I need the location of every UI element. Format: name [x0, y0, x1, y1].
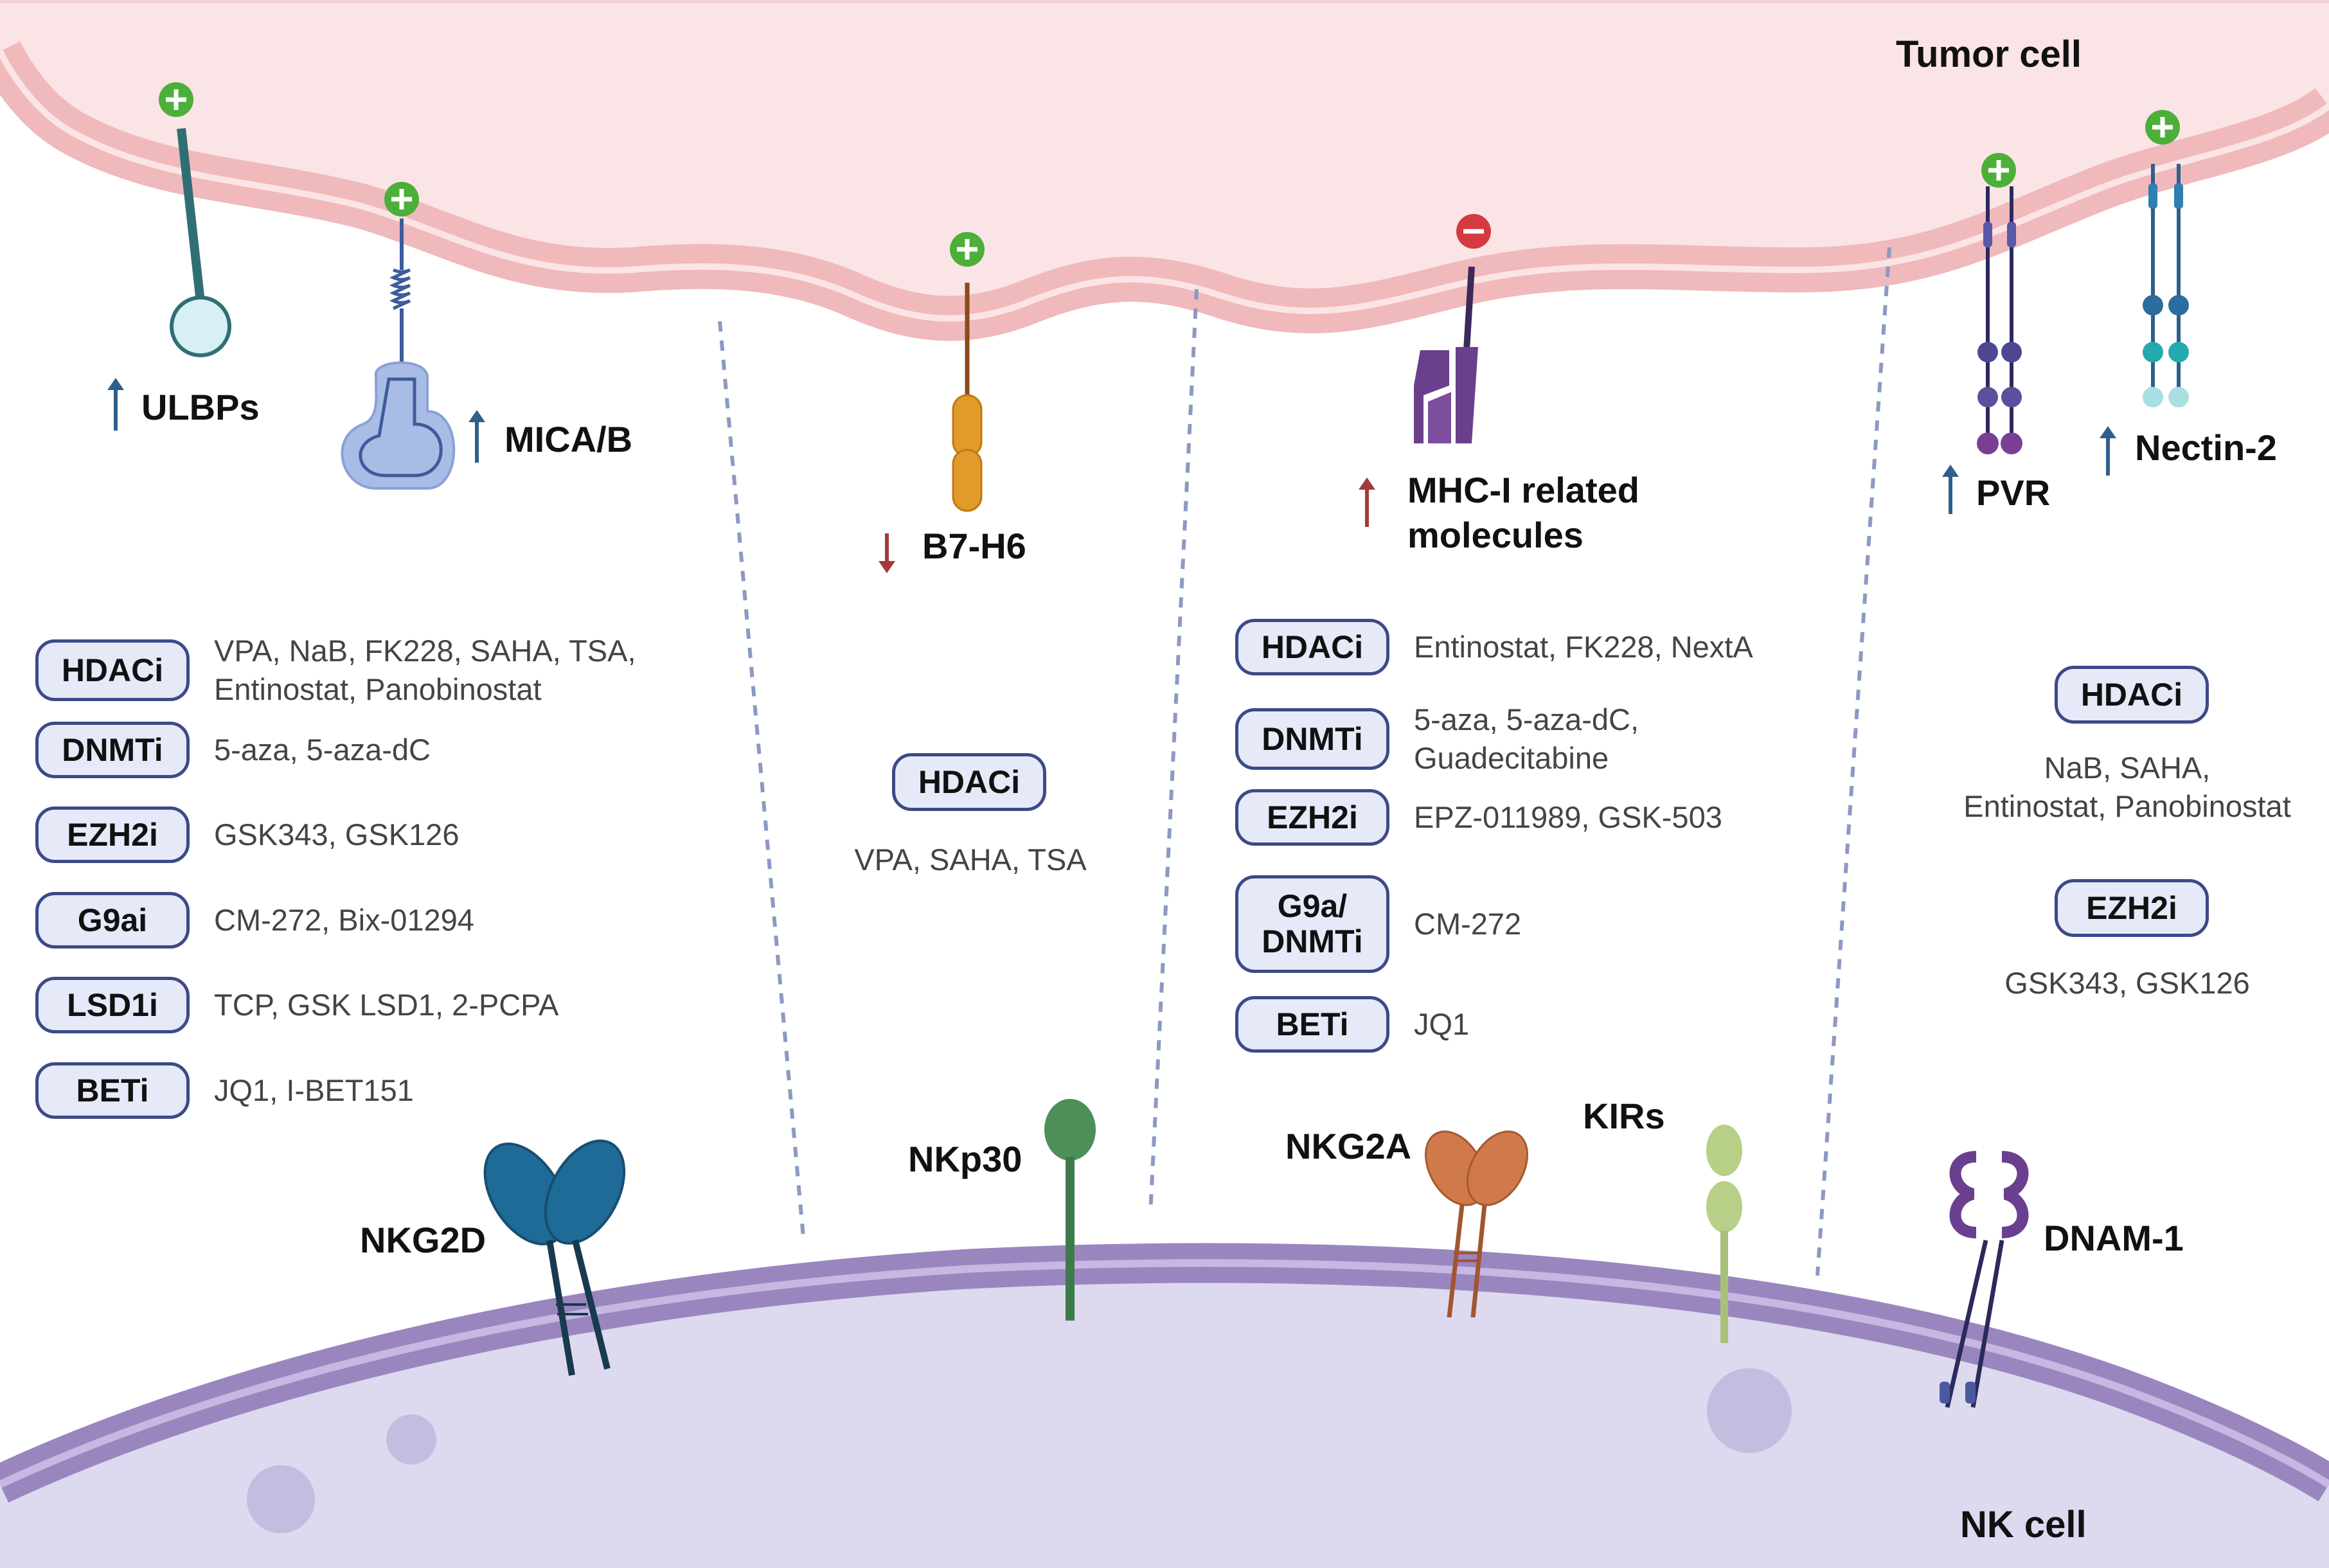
kirs-receptor — [1706, 1125, 1742, 1343]
inhibitor-row: EZH2i EPZ-011989, GSK-503 — [1235, 789, 1722, 846]
inhibitor-row: HDACi Entinostat, FK228, NextA — [1235, 619, 1753, 675]
ligand-label-ulbps: ULBPs — [141, 387, 260, 427]
receptor-label-nkg2d: NKG2D — [360, 1220, 486, 1260]
drug-list: NaB, SAHA, Entinostat, Panobinostat — [1963, 751, 2291, 824]
divider-line — [718, 321, 805, 1238]
tumor-cell-cytoplasm — [0, 0, 2329, 319]
inhibitor-badge: BETi — [1235, 996, 1389, 1053]
drug-list: VPA, SAHA, TSA — [854, 842, 1087, 877]
drug-list: GSK343, GSK126 — [214, 817, 460, 851]
inhibitor-badge: EZH2i — [1235, 789, 1389, 846]
mhc-i-label-line-2: molecules — [1407, 515, 1584, 555]
inhibitor-badge: HDACi — [892, 753, 1046, 811]
plus-icon — [384, 182, 419, 217]
plus-icon — [1981, 153, 2016, 188]
arrow-up-icon — [1942, 465, 1959, 514]
ligand-label-mhc-i: MHC-I related molecules — [1407, 468, 1639, 558]
nkp30-receptor — [1044, 1099, 1096, 1321]
plus-icon — [2145, 110, 2180, 145]
arrow-up-icon — [1359, 477, 1375, 527]
mica-b-ligand — [341, 218, 456, 490]
effect-markers — [159, 82, 2180, 267]
pvr-ligand — [1977, 186, 2022, 454]
arrow-up-icon — [468, 410, 485, 463]
inhibitor-row: HDACi VPA, NaB, FK228, SAHA, TSA, Entino… — [35, 632, 636, 709]
inhibitor-row: DNMTi 5-aza, 5-aza-dC, Guadecitabine — [1235, 700, 1639, 778]
inhibitor-row: DNMTi 5-aza, 5-aza-dC — [35, 722, 431, 778]
receptor-label-dnam-1: DNAM-1 — [2044, 1218, 2184, 1258]
inhibitor-row: G9a/ DNMTi CM-272 — [1235, 875, 1521, 973]
arrow-up-icon — [2100, 426, 2116, 476]
change-arrows — [107, 378, 2116, 573]
inhibitor-badge: HDACi — [35, 639, 190, 702]
inhibitor-badge: HDACi — [1235, 619, 1389, 675]
ligand-label-mica-b: MICA/B — [504, 419, 633, 459]
nkg2a-receptor — [1425, 1130, 1528, 1318]
b7-h6-ligand — [952, 283, 983, 512]
drug-list: JQ1 — [1414, 1006, 1470, 1041]
mhc-i-label-line-1: MHC-I related — [1407, 470, 1639, 510]
minus-icon — [1456, 214, 1491, 249]
arrow-up-icon — [107, 378, 124, 431]
ligand-label-nectin-2: Nectin-2 — [2135, 427, 2277, 468]
inhibitor-badge: DNMTi — [35, 722, 190, 778]
receptor-label-kirs: KIRs — [1583, 1096, 1665, 1136]
ligand-label-pvr: PVR — [1976, 472, 2051, 513]
drug-list: CM-272, Bix-01294 — [214, 902, 474, 937]
nk-cell-label: NK cell — [1960, 1504, 2087, 1546]
arrow-down-icon — [879, 533, 895, 573]
divider-line — [1816, 247, 1891, 1276]
divider-line — [1148, 289, 1199, 1214]
drug-list: EPZ-011989, GSK-503 — [1414, 799, 1722, 834]
vesicle — [386, 1414, 436, 1465]
nkg2d-receptor — [483, 1139, 626, 1376]
tumor-cell-label: Tumor cell — [1896, 33, 2082, 75]
inhibitor-row: BETi JQ1 — [1235, 996, 1469, 1053]
nk-cell — [0, 1243, 2329, 1568]
drug-list: GSK343, GSK126 — [2004, 966, 2250, 1000]
vesicle — [247, 1465, 315, 1533]
nk-membrane-line — [0, 1259, 2329, 1488]
nectin-2-ligand — [2143, 164, 2189, 407]
drug-list: 5-aza, 5-aza-dC — [214, 732, 431, 767]
drug-list: CM-272 — [1414, 906, 1522, 941]
ligand-label-b7-h6: B7-H6 — [922, 526, 1026, 566]
plus-icon — [950, 232, 985, 267]
drug-list: Entinostat, FK228, NextA — [1414, 629, 1753, 664]
nk-cell-cytoplasm — [0, 1263, 2329, 1568]
receptor-label-nkp30: NKp30 — [908, 1139, 1022, 1179]
inhibitor-badge: LSD1i — [35, 977, 190, 1033]
vesicle — [1707, 1368, 1792, 1453]
inhibitor-badge: DNMTi — [1235, 708, 1389, 771]
inhibitor-badge: BETi — [35, 1062, 190, 1119]
inhibitor-badge: HDACi — [2055, 666, 2209, 724]
plus-icon — [159, 82, 193, 117]
inhibitor-badge: EZH2i — [35, 806, 190, 863]
mhc-i-ligand — [1414, 266, 1478, 443]
drug-list: VPA, NaB, FK228, SAHA, TSA, Entinostat, … — [214, 634, 636, 707]
inhibitor-badge: EZH2i — [2055, 879, 2209, 937]
ulbp-ligand — [170, 128, 231, 357]
inhibitor-badge: G9ai — [35, 892, 190, 949]
inhibitor-row: EZH2i GSK343, GSK126 — [35, 806, 459, 863]
tumor-membrane-line — [0, 49, 2329, 322]
inhibitor-row: LSD1i TCP, GSK LSD1, 2-PCPA — [35, 977, 558, 1033]
inhibitor-row: G9ai CM-272, Bix-01294 — [35, 892, 474, 949]
tumor-cell — [0, 0, 2329, 341]
receptor-label-nkg2a: NKG2A — [1285, 1126, 1412, 1166]
drug-list: JQ1, I-BET151 — [214, 1073, 414, 1107]
inhibitor-row: BETi JQ1, I-BET151 — [35, 1062, 414, 1119]
drug-list: TCP, GSK LSD1, 2-PCPA — [214, 987, 559, 1022]
drug-list: 5-aza, 5-aza-dC, Guadecitabine — [1414, 702, 1639, 776]
inhibitor-badge: G9a/ DNMTi — [1235, 875, 1389, 973]
dnam-1-receptor — [1940, 1151, 2029, 1408]
